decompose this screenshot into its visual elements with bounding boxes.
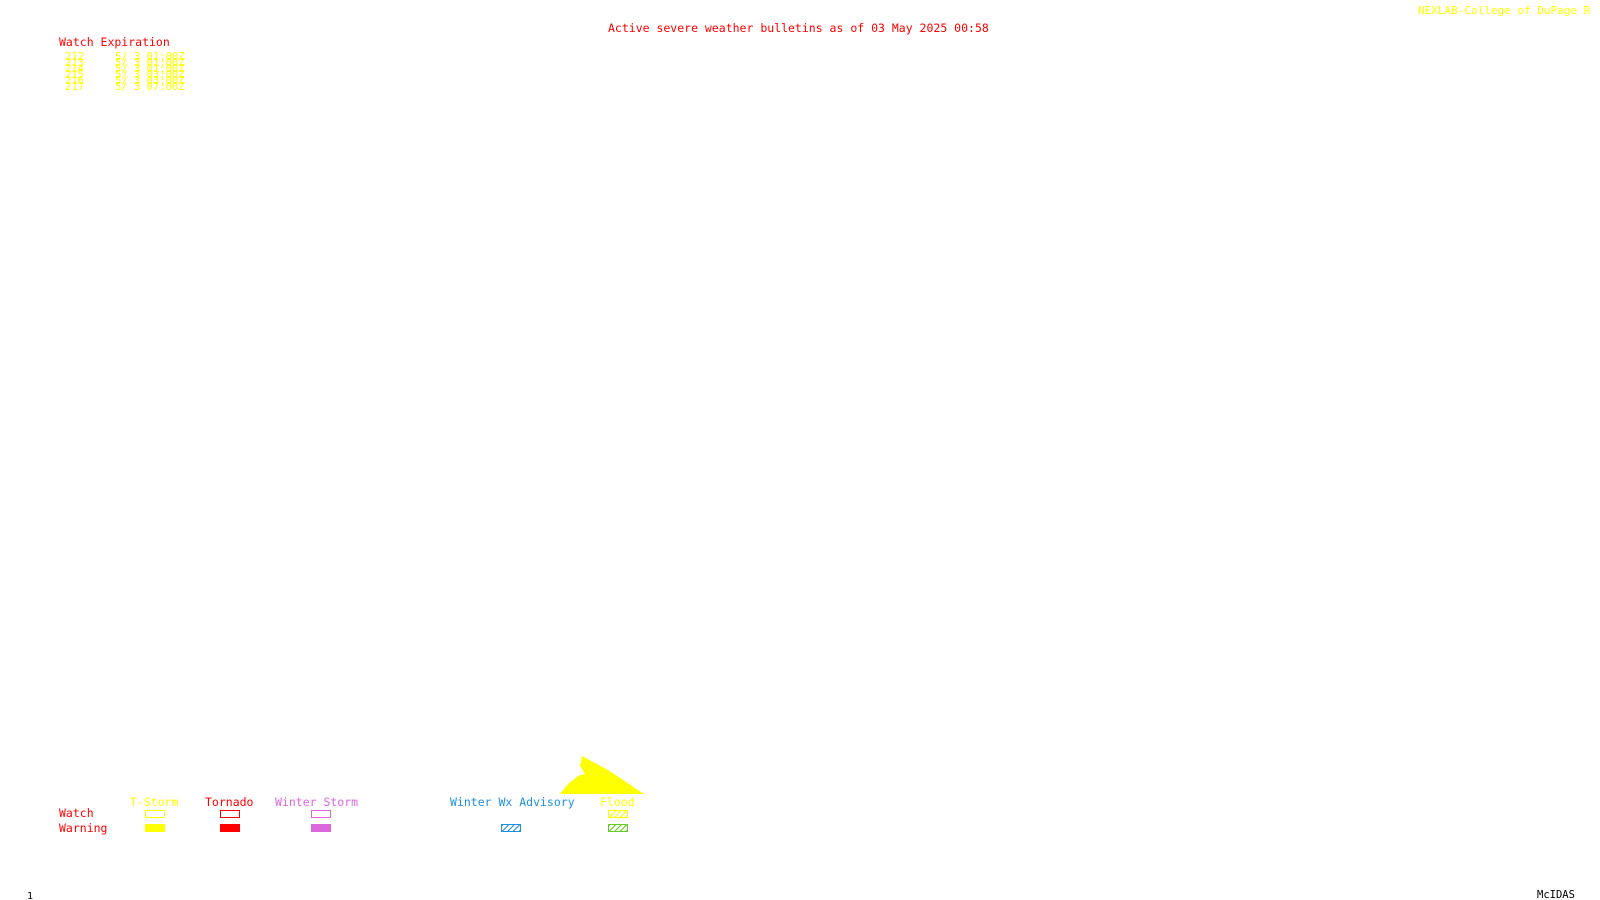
watch-expiration-time: 5/ 3 01:00Z [115, 51, 185, 63]
watch-area-polygon [560, 756, 644, 794]
legend-label-tornado: Tornado [205, 795, 254, 809]
watch-row: 213 5/ 3 01:00Z [65, 57, 205, 69]
watch-number: 217 [65, 81, 84, 93]
watch-number: 216 [65, 75, 84, 87]
credit-text: NEXLAB-College of DuPage R [1418, 4, 1591, 17]
legend-label-tstorm: T-Storm [130, 795, 179, 809]
watch-number: 214 [65, 63, 84, 75]
watch-row: 217 5/ 3 07:00Z [65, 81, 205, 93]
flood-warning-swatch [608, 824, 628, 832]
tornado-watch-swatch [220, 810, 240, 818]
watch-expiration-time: 5/ 3 01:00Z [115, 63, 185, 75]
mcidas-label: McIDAS [1537, 889, 1575, 900]
frame-number: 1 [27, 891, 34, 900]
watch-number: 213 [65, 57, 84, 69]
watch-row: 212 5/ 3 01:00Z [65, 51, 205, 63]
tornado-warning-swatch [220, 824, 240, 832]
winter-storm-watch-swatch [311, 810, 331, 818]
watch-expiration-list: 212 5/ 3 01:00Z 213 5/ 3 01:00Z 214 5/ 3… [65, 51, 205, 93]
tstorm-warning-swatch [145, 824, 165, 832]
legend-label-flood: Flood [600, 795, 635, 809]
watch-expiration-heading: Watch Expiration [59, 35, 170, 49]
watch-expiration-time: 5/ 3 03:00Z [115, 69, 185, 81]
watch-number: 212 [65, 51, 84, 63]
watch-number: 215 [65, 69, 84, 81]
legend-label-winter-wx-advisory: Winter Wx Advisory [450, 795, 575, 809]
watch-row: 214 5/ 3 01:00Z [65, 63, 205, 75]
winter-storm-warning-swatch [311, 824, 331, 832]
flood-watch-swatch [608, 810, 628, 818]
tstorm-watch-swatch [145, 810, 165, 818]
legend-label-winter-storm: Winter Storm [275, 795, 359, 809]
watch-expiration-time: 5/ 3 03:00Z [115, 75, 185, 87]
legend-row-label-watch: Watch [59, 806, 94, 820]
bulletin-title: Active severe weather bulletins as of 03… [608, 21, 989, 35]
watch-expiration-time: 5/ 3 07:00Z [115, 81, 185, 93]
watch-expiration-time: 5/ 3 01:00Z [115, 57, 185, 69]
legend-row-label-warning: Warning [59, 821, 108, 835]
winter-wx-advisory-swatch [501, 824, 521, 832]
watch-row: 215 5/ 3 03:00Z [65, 69, 205, 81]
watch-row: 216 5/ 3 03:00Z [65, 75, 205, 87]
